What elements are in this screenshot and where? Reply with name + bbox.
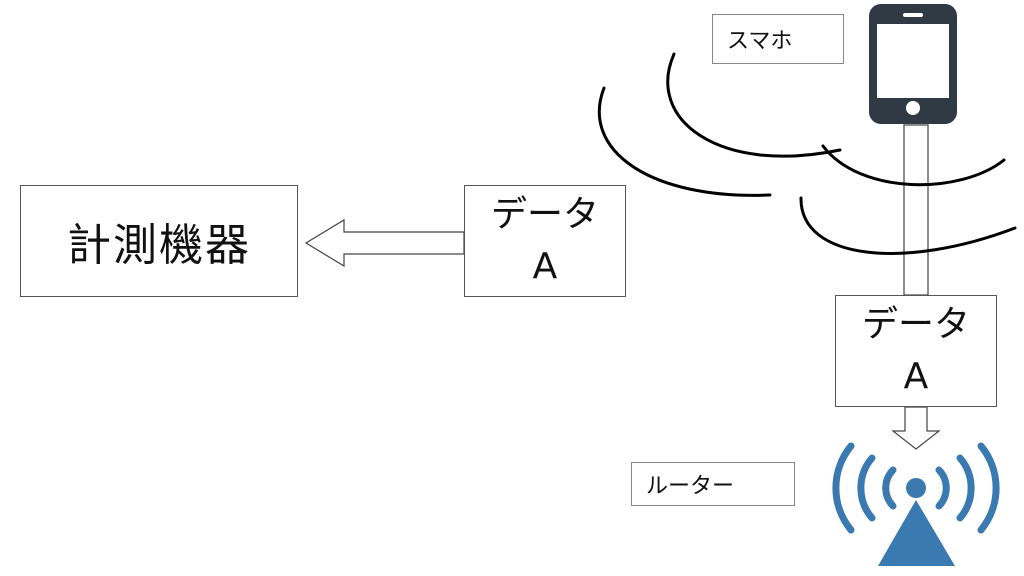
wave-arc-1 [597, 86, 772, 197]
smartphone-label: スマホ [727, 29, 793, 54]
data-box-left-line1: データ [490, 194, 599, 235]
measuring-instrument-box: 計測機器 [20, 185, 298, 297]
connector-phone-to-data [903, 124, 929, 296]
smartphone-icon [869, 4, 957, 124]
data-a-box-right: データ A [835, 295, 997, 407]
wave-arc-2 [666, 52, 842, 158]
data-a-box-left: データ A [464, 185, 626, 297]
measuring-instrument-label: 計測機器 [67, 220, 251, 271]
signal-waves [597, 52, 1017, 255]
data-box-right-line1: データ [861, 304, 970, 345]
wireless-router-icon [832, 442, 1000, 566]
router-label-box: ルーター [631, 462, 795, 506]
data-box-left-line2: A [532, 246, 558, 287]
data-box-right-line2: A [903, 356, 929, 397]
arrow-to-router [891, 406, 941, 450]
wave-arc-3 [821, 144, 1006, 187]
smartphone-label-box: スマホ [712, 14, 844, 64]
wave-arc-4 [799, 196, 1017, 255]
router-label: ルーター [646, 474, 735, 499]
arrow-to-instrument [304, 218, 465, 268]
